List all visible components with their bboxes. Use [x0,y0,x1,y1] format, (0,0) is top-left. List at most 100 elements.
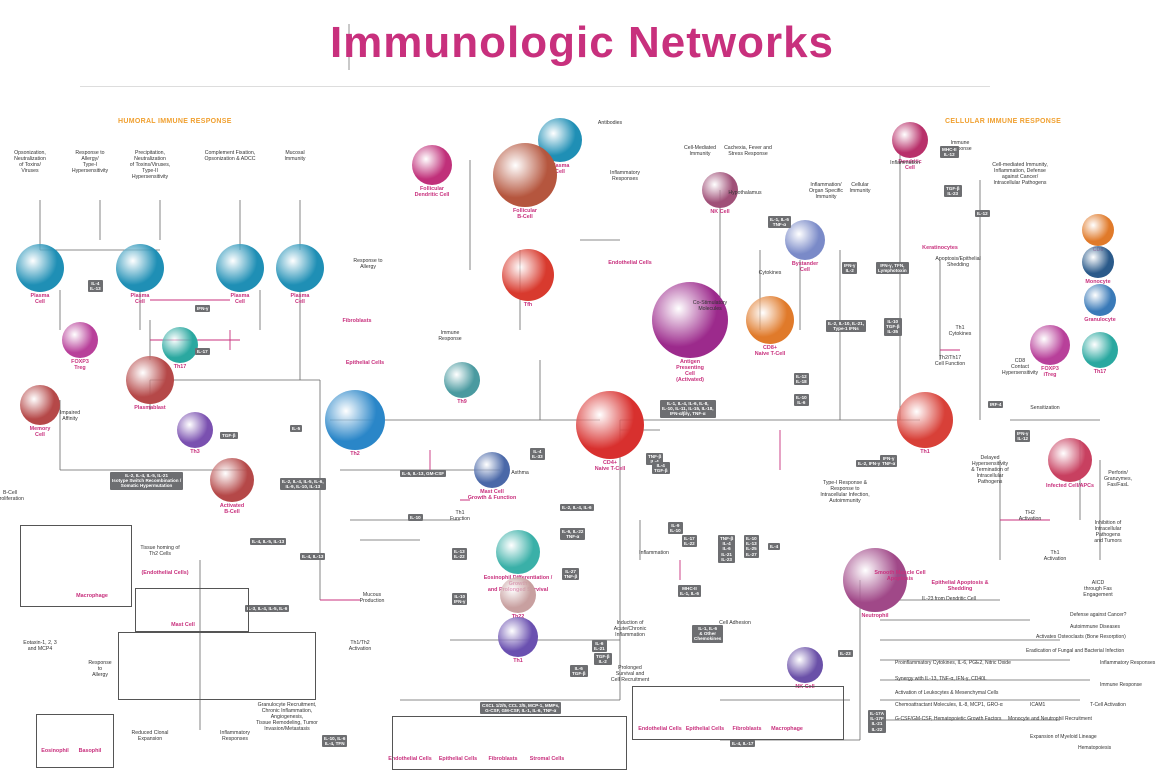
diagram-label: Sensitization [1030,405,1060,411]
cell-granulocyte [1084,284,1116,316]
tissue-label: Smooth Muscle Cell Apoptosis [874,570,926,582]
cell-label-treg: FOXP3 Treg [71,359,89,371]
cytokine-box: TNF-β IL-4 IL-6 IL-21 IL-23 [718,535,736,564]
cell-foxp3itreg [1030,325,1070,365]
cell-label-nk1: NK Cell [710,209,730,215]
cell-label-dendritic: Dendritic Cell [898,159,922,171]
tissue-label: Keratinocytes [922,245,958,251]
cell-nk1 [702,172,738,208]
diagram-label: TH2 Activation [1018,510,1042,522]
cytokine-box: IL-10 TGF-β IL-35 [884,318,902,336]
cytokine-box: IL-4, IL-13 [300,553,326,561]
cell-label-nk2: NK Cell [795,684,815,690]
cytokine-box: IL-13 IL-22 [452,548,467,561]
cytokine-box: IL-17A IL-17F IL-21 IL-22 [868,710,887,733]
cytokine-box: IL-6 TGF-β [570,665,588,678]
cell-th9 [444,362,480,398]
cytokine-box: IL-2, IL-4, IL-5, IL-6, IL-9, IL-10, IL-… [280,478,326,491]
cell-naive [576,391,644,459]
tissue-label: Mast Cell [171,622,195,628]
cell-dendritic [892,122,928,158]
cytokine-box: IL-10 IL-6 [794,394,809,407]
grouping-frame [632,686,844,740]
cytokine-box: IL-10 IFN-γ [452,593,468,606]
cell-label-mastcell: Mast Cell Growth & Function [467,489,517,501]
cytokine-box: IL-5, IL-13, GM-CSF [400,470,447,478]
cytokine-box: IL-4, IL-5, IL-13 [250,538,287,546]
diagram-label: Type-I Response & Response to Intracellu… [820,480,870,504]
diagram-label: Prolonged Survival and Cell Recruitment [610,665,650,683]
diagram-label: Th1/Th2 Activation [348,640,372,652]
diagram-label: Cell-mediated Immunity, Inflammation, De… [992,162,1048,186]
diagram-label: Inflammation/ Organ Specific Immunity [808,182,844,200]
cell-apc [652,282,728,358]
cytokine-box: IL-3, IL-4, IL-5, IL-6 [245,605,290,613]
diagram-label: Antibodies [597,120,623,126]
diagram-label: Th2/Th17 Cell Function [934,355,966,367]
cell-label-plasma4: Plasma Cell [290,293,310,305]
cytokine-box: IL-1, IL-4, IL-6, IL-8, IL-10, IL-11, IL… [660,400,716,418]
diagram-label: Th1 Function [450,510,470,522]
cytokine-box: IL-10, IL-6 IL-4, TFN [322,735,348,748]
outcome-label: T-Cell Activation [1090,702,1126,708]
cell-plasma2 [116,244,164,292]
cell-neutrophil [843,548,907,612]
cytokine-box: IFN-γ TNF-α [880,455,898,468]
cytokine-box: IL-2, IL-4, IL-6 [560,504,594,512]
cytokine-box: IL-2, IL-10, IL-21, Type-1 IFNs [826,320,866,333]
page-title: Immunologic Networks [329,18,835,67]
cell-th1b [498,617,538,657]
tissue-label: Basophil [78,748,102,754]
outcome-label: Proinflammatory Cytokines, IL-6, PGE2, N… [895,660,1011,666]
cell-label-bystander: Bystander Cell [791,261,819,273]
outcome-label: Monocyte and Neutrophil Recruitment [1008,716,1092,722]
cell-label-neutrophil: Neutrophil [861,613,889,619]
outcome-label: Eradication of Fungal and Bacterial Infe… [1026,648,1125,654]
cell-plasma3 [216,244,264,292]
diagram-label: Inflammation [890,160,920,166]
diagram-label: Cachexia, Fever and Stress Response [724,145,772,157]
diagram-label: Response to Allergy [353,258,383,270]
cytokine-box: IL-4, IL-17 [730,740,756,748]
diagram-label: Immune Response [438,330,462,342]
cell-label-plasmablast: Plasmablast [134,405,166,411]
outcome-label: Autoimmune Diseases [1070,624,1121,630]
diagram-label: Th1 Activation [1043,550,1067,562]
diagram-label: Hypothalamus [728,190,762,196]
tissue-label: Stromal Cells [529,756,565,762]
cytokine-box: IFN-γ IL-2 [842,262,858,275]
cell-label-activatedb: Activated B-Cell [219,503,245,515]
outcome-label: Hematopoiesis [1078,745,1112,751]
grouping-frame [20,525,132,607]
outcome-label: G-CSF/GM-CSF, Hematopoietic Growth Facto… [895,716,1002,722]
cytokine-box: IL-4 [768,543,781,551]
cell-cd8b [1082,214,1114,246]
cell-label-th3: Th3 [190,449,200,455]
grouping-frame [36,714,114,768]
cytokine-box: IL-4 IL-33 [530,448,545,461]
cell-label-plasma2: Plasma Cell [130,293,150,305]
outcome-label: Inflammatory Responses [1100,660,1156,666]
cell-label-foxp3itreg: FOXP3 iTreg [1041,366,1059,378]
diagram-label: AICD through Fas Engagement [1083,580,1113,598]
cytokine-box: IFN-γ IL-12 [1015,430,1031,443]
cell-fbcell [493,143,557,207]
diagram-label: Immune Response [948,140,972,152]
cellular-section-label: CELLULAR IMMUNE RESPONSE [945,118,1062,125]
diagram-label: B-Cell Proliferation [0,490,24,502]
cell-label-cd8: CD8+ Naive T-Cell [754,345,786,357]
diagram-label: Granulocyte Recruitment, Chronic Inflamm… [256,702,318,732]
cytokine-box: IL-10 [408,514,423,522]
diagram-label: Induction of Acute/Chronic Inflammation [613,620,647,638]
tissue-label: Fibroblasts [342,318,372,324]
tissue-label: Macrophage [771,726,803,732]
diagram-label: Precipitation, Neutralization of Toxins/… [129,150,171,180]
cell-label-monocyte: Monocyte [1085,279,1111,285]
diagram-label: Eotaxin-1, 2, 3 and MCP4 [23,640,57,652]
tissue-label: Endothelial Cells [388,756,432,762]
cell-label-memory: Memory Cell [29,426,51,438]
cytokine-box: IL-12 IL-18 [794,373,809,386]
cell-th1 [897,392,953,448]
diagram-label: Cellular Immunity [849,182,871,194]
outcome-label: IL-23 from Dendritic Cell [922,596,976,602]
